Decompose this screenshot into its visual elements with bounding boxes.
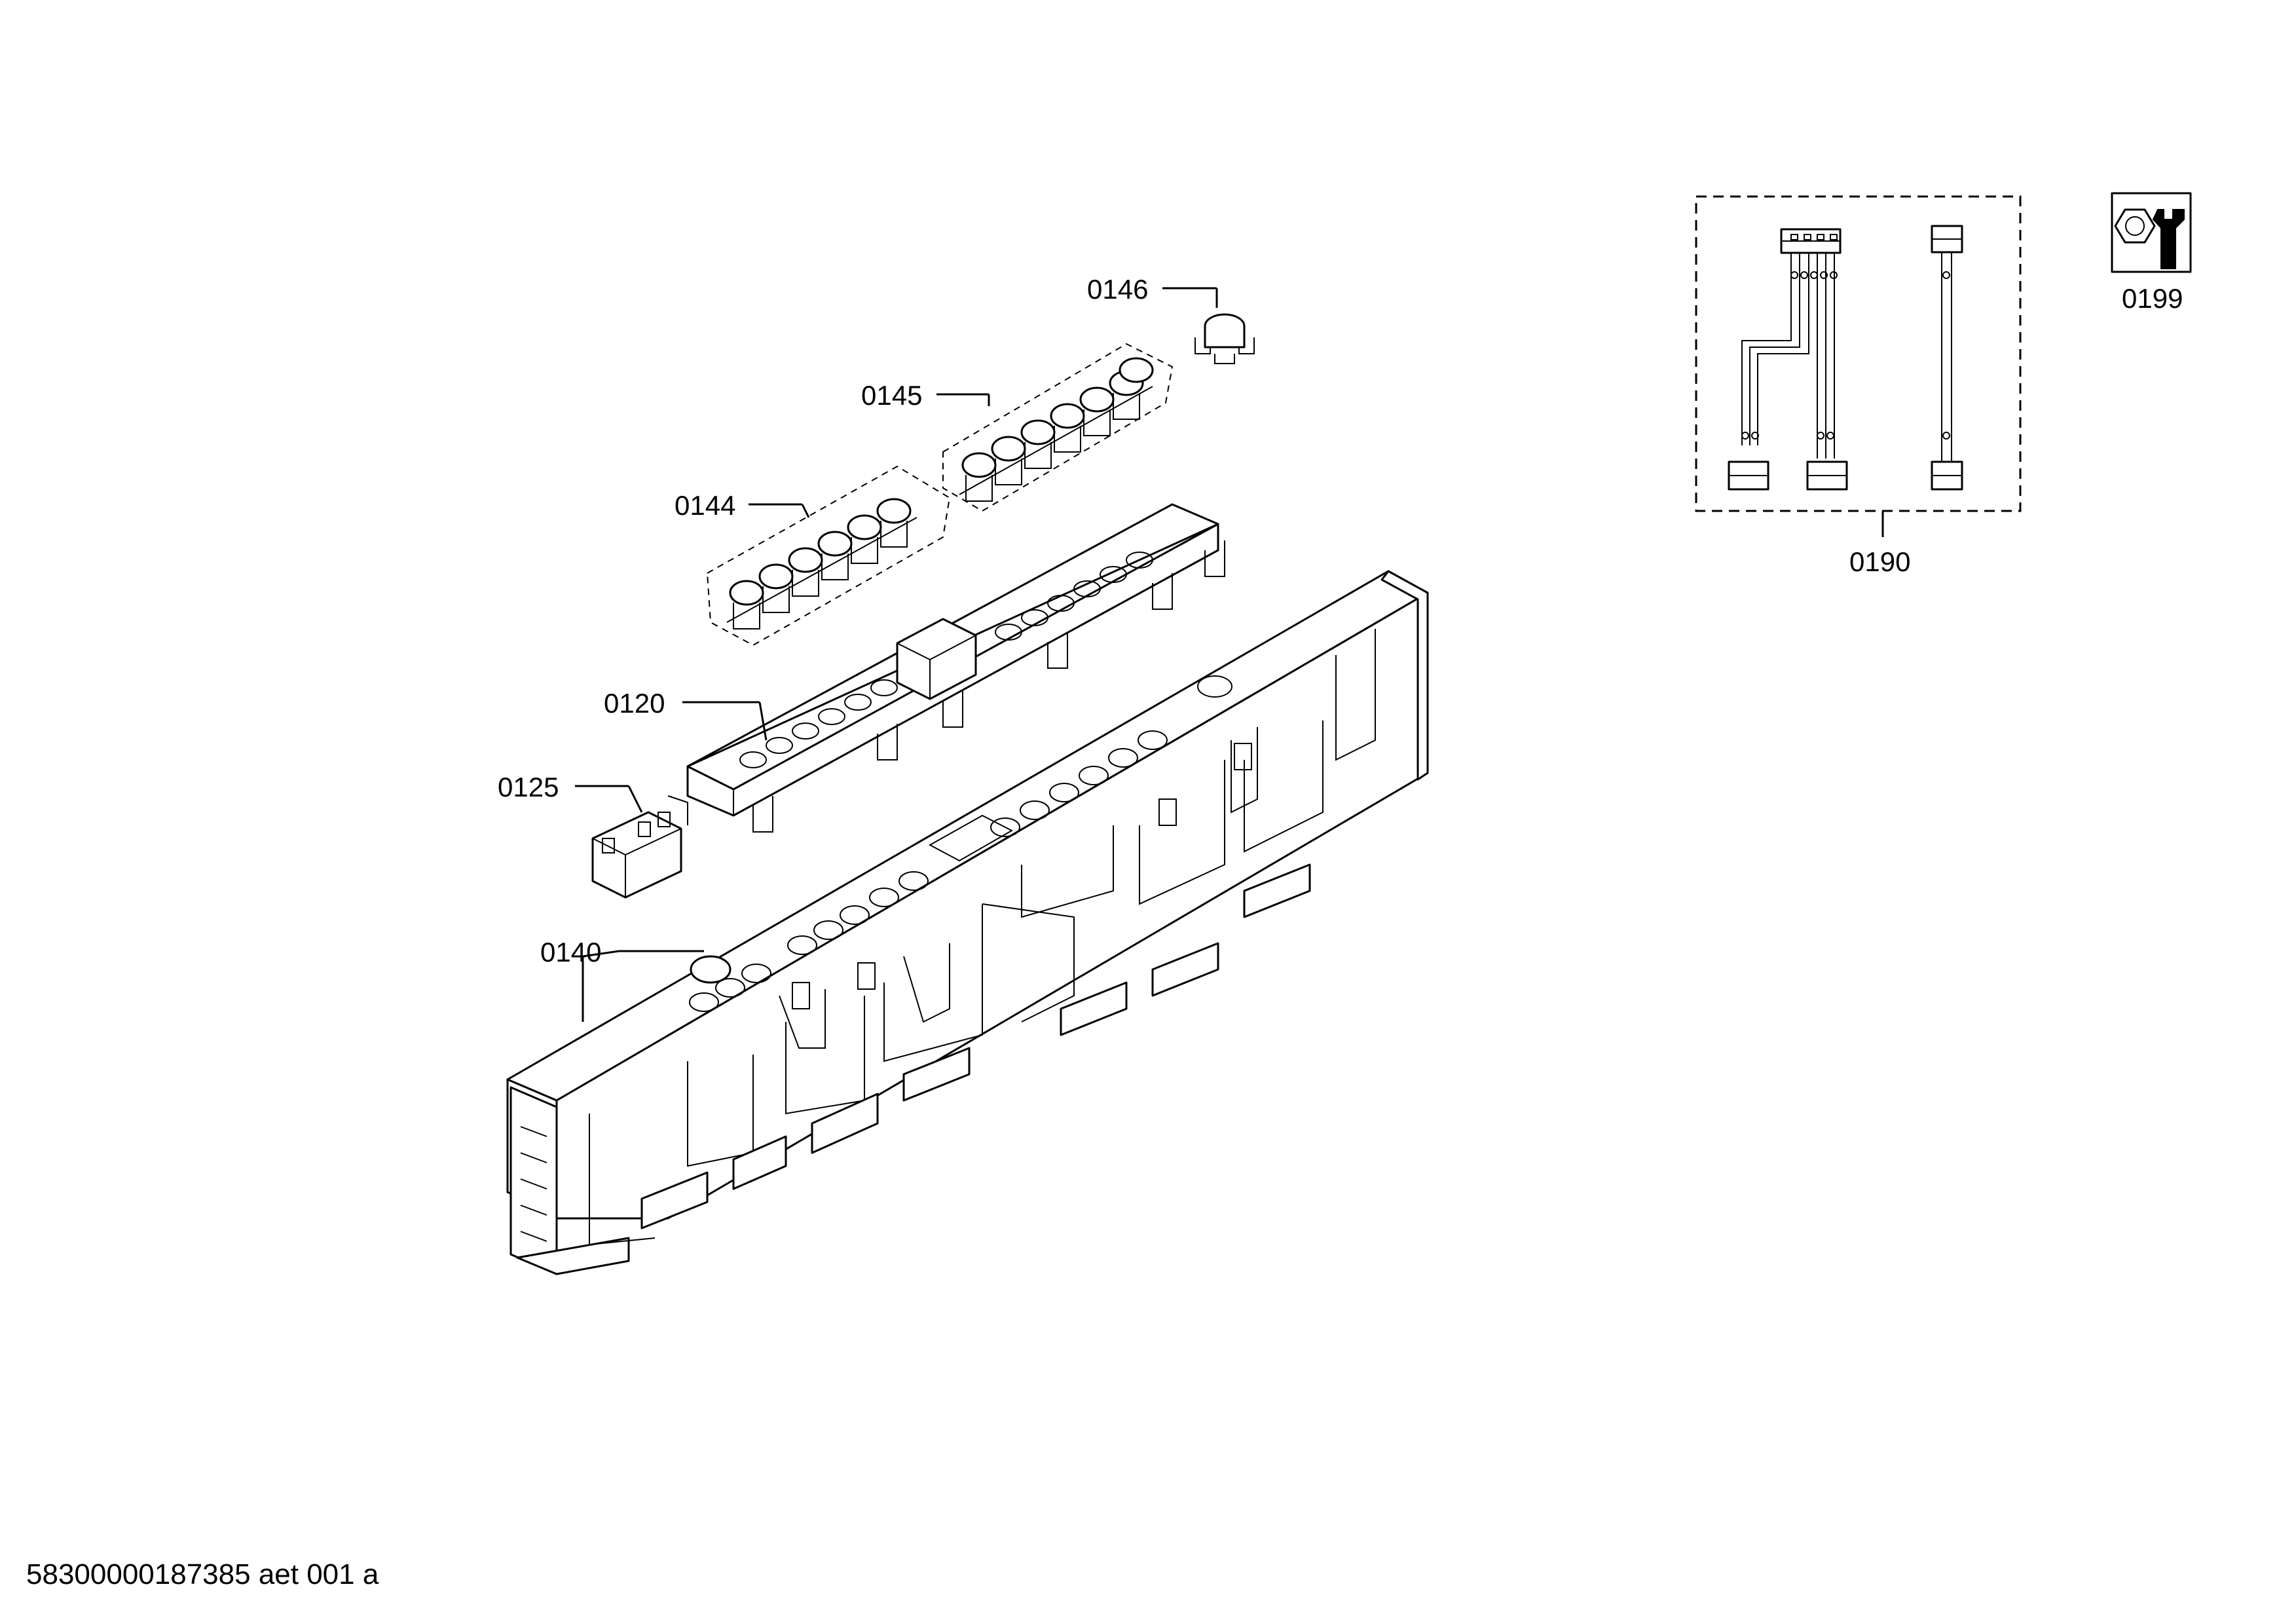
knob-0140-marker xyxy=(690,955,731,984)
drawing-number: 58300000187385 aet 001 a xyxy=(26,1558,379,1590)
harness-group-box xyxy=(1695,195,2022,512)
cable-harness-part xyxy=(1695,195,2022,512)
control-panel-housing-part xyxy=(506,570,1429,1275)
label-0199[interactable]: 0199 xyxy=(2122,283,2183,314)
button-strip-left-part xyxy=(706,465,951,647)
label-0140[interactable]: 0140 xyxy=(540,937,601,967)
label-0145[interactable]: 0145 xyxy=(861,380,922,411)
button-seats-right xyxy=(995,552,1153,641)
label-0144[interactable]: 0144 xyxy=(675,490,735,521)
connector-clip-part xyxy=(591,795,688,899)
label-0120[interactable]: 0120 xyxy=(604,688,665,719)
push-buttons-0144 xyxy=(726,498,917,629)
button-seats-left xyxy=(739,679,898,768)
button-carrier-part xyxy=(686,503,1225,833)
label-0190[interactable]: 0190 xyxy=(1849,546,1910,577)
single-button-part xyxy=(1194,313,1255,364)
wrench-nut-icon xyxy=(2111,192,2192,273)
label-0146[interactable]: 0146 xyxy=(1087,274,1148,305)
label-0125[interactable]: 0125 xyxy=(498,772,559,802)
push-buttons-0145 xyxy=(959,357,1154,502)
button-holes xyxy=(689,675,1232,1012)
button-strip-right-part xyxy=(942,343,1174,512)
